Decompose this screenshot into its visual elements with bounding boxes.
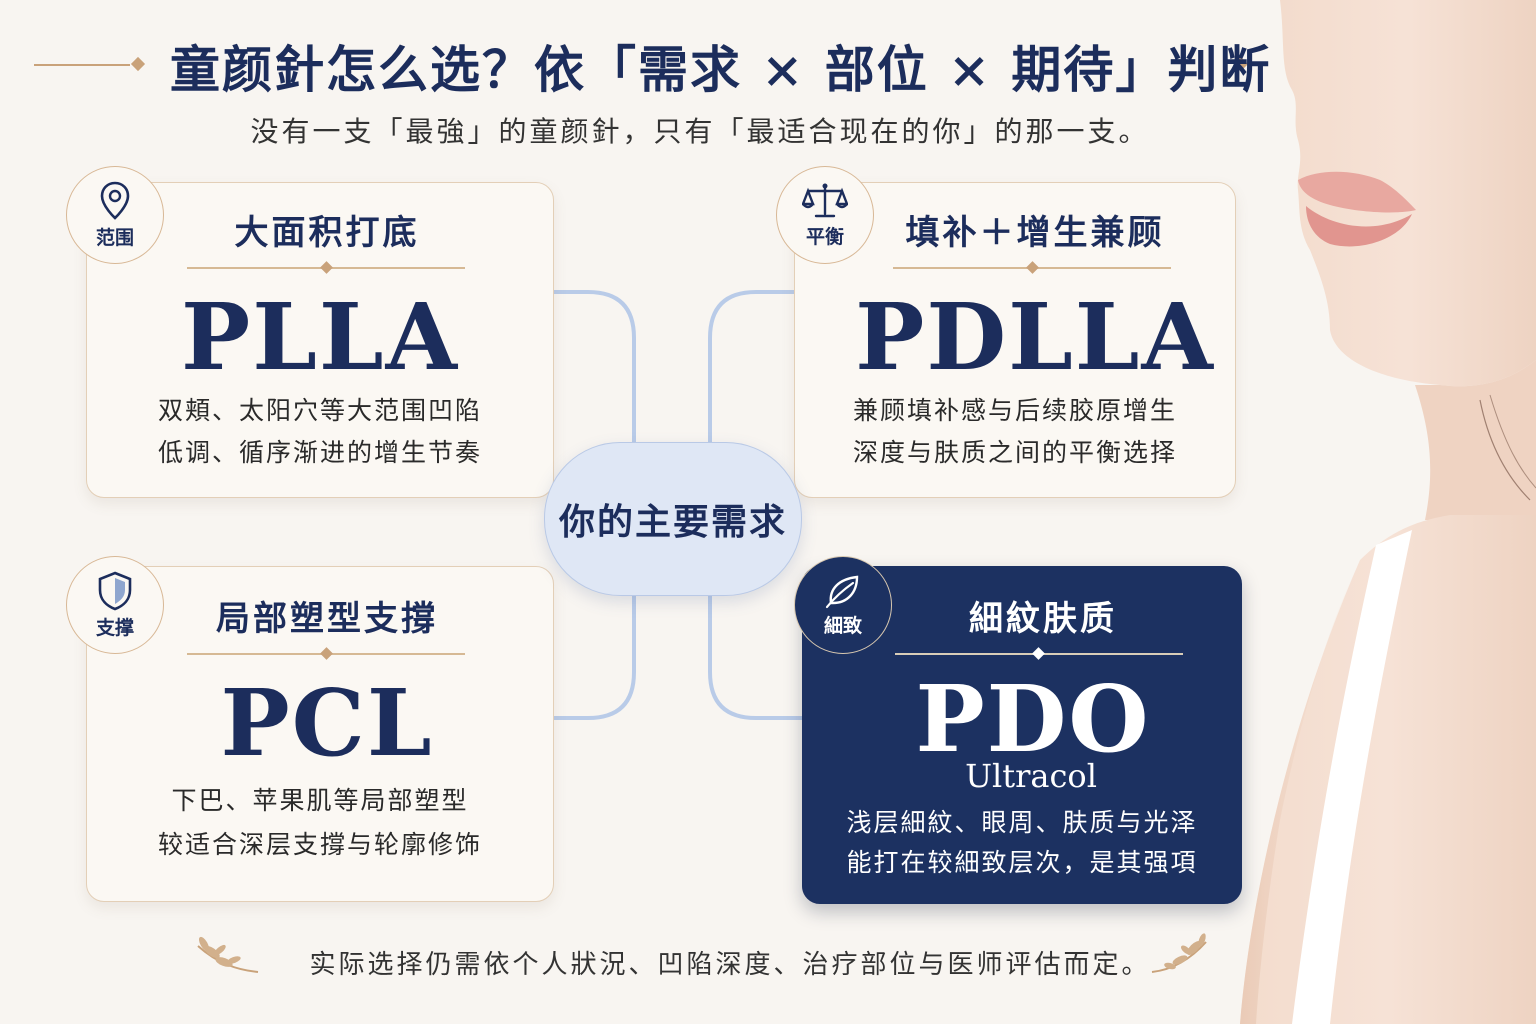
product-code: PDO [915, 665, 1151, 773]
leaf-icon [825, 575, 859, 608]
card-line-1: 下巴、苹果肌等局部塑型 [171, 786, 469, 815]
card-heading: 大面积打底 [234, 213, 420, 253]
heading-divider-diamond [1032, 647, 1045, 660]
badge-range: 范围 [66, 166, 164, 264]
badge-label: 范围 [95, 226, 134, 249]
connector-top-left [552, 290, 636, 444]
card-heading: 局部塑型支撐 [216, 599, 438, 639]
model-face-illustration [1240, 0, 1536, 1024]
card-line-1: 浅层細紋、眼周、肤质与光泽 [846, 808, 1198, 837]
card-plla[interactable]: 大面积打底 PLLA 双頬、太阳穴等大范围凹陷 低调、循序渐进的增生节奏 [86, 182, 554, 498]
heading-divider-diamond [320, 647, 333, 660]
balance-scale-icon [802, 183, 848, 217]
card-line-2: 能打在较細致层次，是其强項 [846, 848, 1198, 877]
card-pcl[interactable]: 局部塑型支撐 PCL 下巴、苹果肌等局部塑型 较适合深层支撐与轮廓修饰 [86, 566, 554, 902]
card-pdo[interactable]: 細紋肤质 PDO Ultracol 浅层細紋、眼周、肤质与光泽 能打在较細致层次… [802, 566, 1242, 904]
card-line-2: 低调、循序渐进的增生节奏 [157, 438, 482, 467]
badge-label: 細致 [823, 614, 862, 637]
badge-label: 平衡 [805, 225, 844, 248]
card-line-2: 较适合深层支撐与轮廓修饰 [157, 830, 482, 859]
shield-icon [98, 571, 132, 610]
card-heading: 填补＋增生兼顾 [905, 213, 1165, 253]
product-code: PCL [220, 669, 434, 777]
connector-bottom-left [552, 592, 636, 720]
left-laurel-icon [197, 936, 259, 973]
center-need-bubble: 你的主要需求 [544, 442, 802, 596]
center-label: 你的主要需求 [558, 501, 787, 543]
location-pin-icon [100, 181, 130, 220]
product-code: PLLA [181, 283, 459, 391]
badge-fine: 細致 [794, 556, 892, 654]
connector-bottom-right [708, 592, 804, 720]
page-subtitle: 没有一支「最強」的童颜針，只有「最适合现在的你」的那一支。 [250, 115, 1150, 148]
page-title: 童颜針怎么选？依「需求 × 部位 × 期待」判断 [170, 40, 1272, 99]
card-line-1: 双頬、太阳穴等大范围凹陷 [157, 396, 482, 425]
product-code: PDLLA [855, 283, 1215, 391]
card-heading: 細紋肤质 [969, 599, 1117, 639]
card-line-1: 兼顾填补感与后续胶原增生 [852, 396, 1177, 425]
heading-divider-diamond [1026, 261, 1039, 274]
badge-balance: 平衡 [776, 166, 874, 264]
heading-divider-diamond [320, 261, 333, 274]
badge-label: 支撑 [95, 616, 134, 639]
footer-note: 实际选择仍需依个人狀況、凹陷深度、治疗部位与医师评估而定。 [309, 950, 1151, 980]
badge-support: 支撑 [66, 556, 164, 654]
title-left-rule [34, 64, 130, 66]
right-laurel-icon [1151, 933, 1207, 973]
product-subname: Ultracol [965, 757, 1097, 795]
connector-top-right [708, 290, 796, 444]
title-right-rule [1248, 64, 1258, 66]
card-line-2: 深度与肤质之间的平衡选择 [852, 438, 1177, 467]
